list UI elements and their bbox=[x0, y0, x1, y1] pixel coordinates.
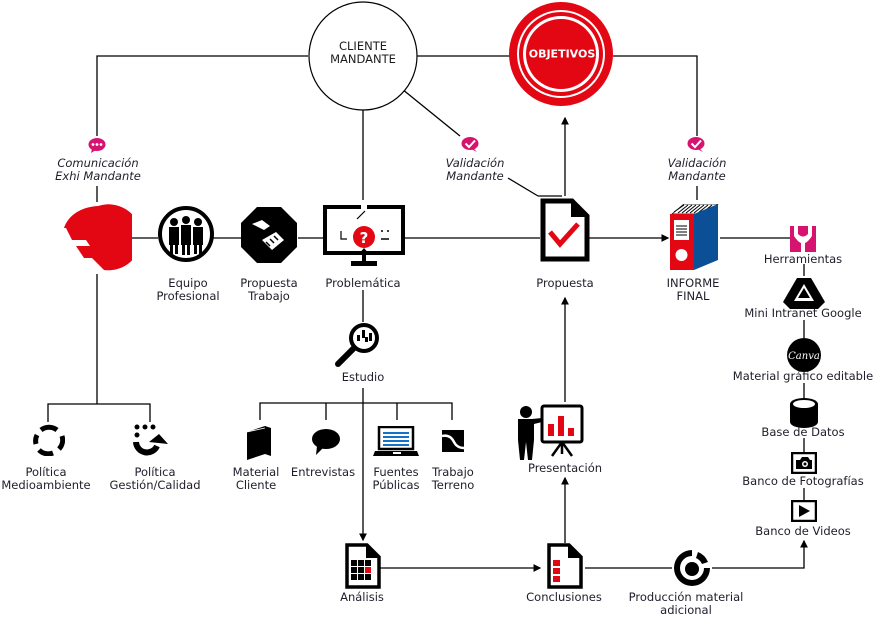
source-label-1: Entrevistas bbox=[290, 465, 356, 479]
tool-label-1: Material gráfico editable bbox=[732, 369, 874, 383]
politica-calidad-label: Política Gestión/Calidad bbox=[109, 465, 201, 492]
monitor-question-icon[interactable]: ? bbox=[323, 205, 405, 269]
informe-final-label: INFORME FINAL bbox=[666, 276, 720, 303]
presentacion-label: Presentación bbox=[527, 461, 603, 475]
document-check-icon[interactable] bbox=[540, 198, 590, 262]
canva-icon[interactable]: Canva bbox=[786, 338, 822, 372]
validacion-mandante-label-2: Validación Mandante bbox=[667, 156, 727, 183]
cliente-mandante-node[interactable] bbox=[307, 0, 419, 112]
team-icon[interactable] bbox=[158, 206, 214, 262]
exhi-logo-icon[interactable] bbox=[62, 204, 132, 272]
propuesta-trabajo-label: Propuesta Trabajo bbox=[240, 276, 298, 303]
objetivos-node[interactable] bbox=[509, 0, 613, 108]
produccion-label: Producción material adicional bbox=[628, 590, 744, 617]
check-bubble-icon bbox=[687, 137, 705, 152]
laptop-icon[interactable] bbox=[373, 426, 419, 458]
conclusiones-label: Conclusiones bbox=[526, 590, 602, 604]
comunicacion-label: Comunicación Exhi Mandante bbox=[55, 156, 141, 183]
presenter-icon[interactable] bbox=[512, 404, 588, 462]
video-play-icon[interactable] bbox=[791, 500, 817, 522]
chat-bubble-icon bbox=[88, 138, 106, 153]
recycle-icon[interactable] bbox=[33, 424, 65, 456]
cliente-mandante-label: CLIENTE MANDANTE bbox=[330, 39, 396, 66]
tool-label-3: Banco de Fotografías bbox=[742, 474, 864, 488]
problematica-label: Problemática bbox=[325, 276, 401, 290]
terrain-icon[interactable] bbox=[442, 430, 464, 452]
production-icon[interactable] bbox=[672, 548, 712, 588]
herramientas-label: Herramientas bbox=[763, 252, 843, 266]
handshake-icon[interactable] bbox=[240, 206, 298, 264]
database-icon[interactable] bbox=[789, 398, 819, 428]
politica-medioambiente-label: Política Medioambiente bbox=[1, 465, 91, 492]
validacion-mandante-label-1: Validación Mandante bbox=[445, 156, 505, 183]
document-list-icon[interactable] bbox=[547, 543, 583, 589]
magnifier-chart-icon[interactable] bbox=[334, 322, 382, 368]
source-label-2: Fuentes Públicas bbox=[372, 465, 420, 492]
objetivos-label: OBJETIVOS bbox=[528, 47, 596, 61]
quality-icon[interactable] bbox=[133, 424, 169, 460]
google-drive-icon[interactable] bbox=[782, 276, 826, 310]
equipo-profesional-label: Equipo Profesional bbox=[156, 276, 220, 303]
book-icon[interactable] bbox=[245, 424, 273, 462]
tool-label-0: Mini Intranet Google bbox=[744, 306, 862, 320]
speech-bubble-icon[interactable] bbox=[311, 428, 341, 456]
check-bubble-icon bbox=[461, 137, 479, 152]
estudio-label: Estudio bbox=[341, 370, 385, 384]
spreadsheet-icon[interactable] bbox=[345, 543, 381, 589]
analisis-label: Análisis bbox=[340, 590, 384, 604]
source-label-3: Trabajo Terreno bbox=[431, 465, 475, 492]
binder-icon[interactable] bbox=[670, 204, 720, 272]
svg-text:Canva: Canva bbox=[788, 351, 820, 362]
svg-text:?: ? bbox=[360, 229, 369, 247]
tool-label-4: Banco de Videos bbox=[755, 524, 851, 538]
propuesta-label: Propuesta bbox=[536, 276, 594, 290]
camera-icon[interactable] bbox=[791, 452, 817, 474]
source-label-0: Material Cliente bbox=[232, 465, 280, 492]
tool-label-2: Base de Datos bbox=[761, 425, 845, 439]
wrench-icon[interactable] bbox=[790, 226, 816, 252]
